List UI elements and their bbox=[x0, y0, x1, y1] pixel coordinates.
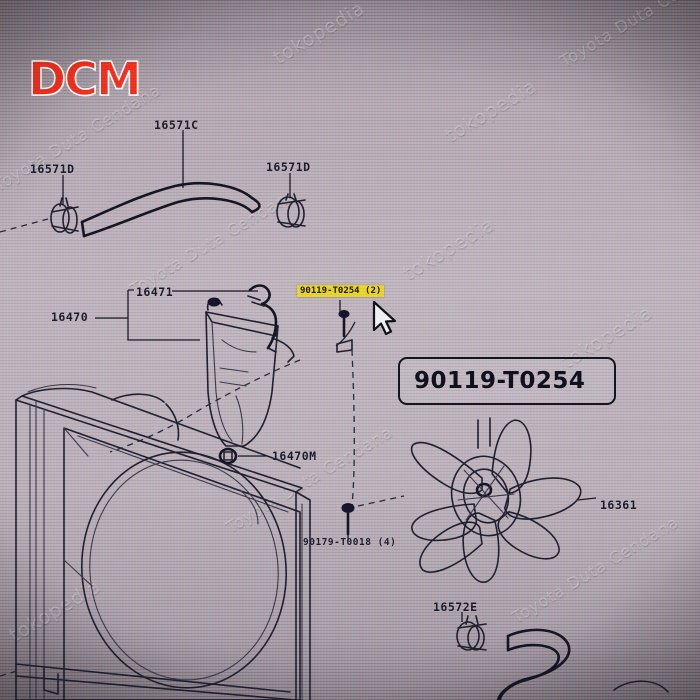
label-16470m: 16470M bbox=[272, 449, 317, 463]
mouse-cursor-arrow-icon bbox=[372, 300, 397, 336]
highlighted-part-number[interactable]: 90119-T0254 (2) bbox=[297, 285, 385, 297]
upper-hose-group bbox=[50, 181, 306, 238]
dcm-logo: DCM bbox=[27, 51, 142, 107]
label-16471: 16471 bbox=[136, 285, 174, 299]
callout-part-number: 90119-T0254 bbox=[414, 368, 586, 394]
coolant-reservoir-tank bbox=[205, 297, 295, 447]
label-90179-t0018: 90179-T0018 (4) bbox=[303, 537, 397, 548]
dash-left-edge bbox=[0, 218, 49, 233]
lower-hose-16572e bbox=[456, 612, 571, 700]
part-number-callout-box: 90119-T0254 bbox=[398, 357, 616, 405]
label-16572e: 16572E bbox=[433, 600, 478, 614]
reservoir-bracket-16471 bbox=[247, 284, 278, 353]
label-16470: 16470 bbox=[51, 310, 89, 324]
dash-bolt-to-nut bbox=[351, 349, 355, 507]
label-16571c: 16571C bbox=[154, 118, 199, 132]
label-16571d-right: 16571D bbox=[266, 160, 311, 174]
dash-tank-to-shroud bbox=[109, 359, 301, 453]
shroud-top-hose-stub bbox=[111, 393, 165, 403]
hose-fragment-corner bbox=[613, 680, 669, 693]
radiator-and-shroud bbox=[0, 384, 311, 700]
label-16361: 16361 bbox=[600, 498, 638, 512]
hose-clamp-left bbox=[50, 197, 79, 234]
nut-90179-t0018 bbox=[341, 495, 405, 542]
fan-stud-lines bbox=[477, 417, 491, 449]
cooling-fan-16361 bbox=[410, 419, 597, 583]
hose-clamp-right bbox=[276, 193, 306, 228]
bolt-16470m bbox=[218, 447, 266, 465]
bracket-16470-16471 bbox=[95, 289, 258, 341]
label-16571d-left: 16571D bbox=[30, 162, 75, 176]
